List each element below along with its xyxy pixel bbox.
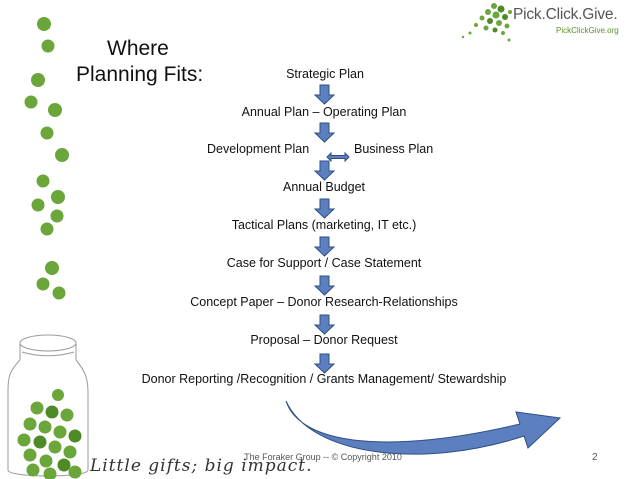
logo-name: Pick.Click.Give.: [513, 6, 618, 23]
pea-column-icon: [24, 17, 69, 300]
pea-jar-icon: [17, 389, 82, 479]
down-arrow-icon: [313, 314, 336, 335]
page-number: 2: [592, 452, 598, 463]
step-annual-budget: Annual Budget: [282, 180, 365, 194]
down-arrow-icon: [313, 122, 336, 143]
pea-cluster-icon: [461, 3, 512, 42]
double-arrow-icon: [326, 151, 350, 163]
step-case-for-support: Case for Support / Case Statement: [226, 256, 422, 270]
flow-arrows: [285, 84, 562, 455]
title-line-2: Planning Fits:: [76, 63, 204, 86]
step-tactical-plans: Tactical Plans (marketing, IT etc.): [231, 218, 417, 232]
step-business-plan: Business Plan: [354, 142, 434, 156]
footer-copyright: The Foraker Group -- © Copyright 2010: [244, 452, 402, 462]
step-proposal: Proposal – Donor Request: [250, 333, 398, 347]
down-arrow-icon: [313, 236, 336, 257]
logo-url: PickClickGive.org: [556, 26, 619, 35]
down-arrow-icon: [313, 275, 336, 296]
step-annual-plan: Annual Plan – Operating Plan: [241, 105, 407, 119]
step-development-plan: Development Plan: [207, 142, 310, 156]
step-concept-paper: Concept Paper – Donor Research-Relations…: [190, 295, 458, 309]
curved-arrow-icon: [285, 400, 562, 455]
slide-title: Where Planning Fits:: [76, 36, 236, 88]
down-arrow-icon: [313, 198, 336, 219]
down-arrow-icon: [313, 160, 336, 181]
down-arrow-icon: [313, 84, 336, 105]
tagline: Little gifts; big impact.: [90, 456, 313, 476]
title-line-1: Where: [107, 37, 169, 60]
step-strategic-plan: Strategic Plan: [286, 67, 364, 81]
step-donor-reporting: Donor Reporting /Recognition / Grants Ma…: [141, 372, 507, 386]
down-arrow-icon: [313, 353, 336, 374]
